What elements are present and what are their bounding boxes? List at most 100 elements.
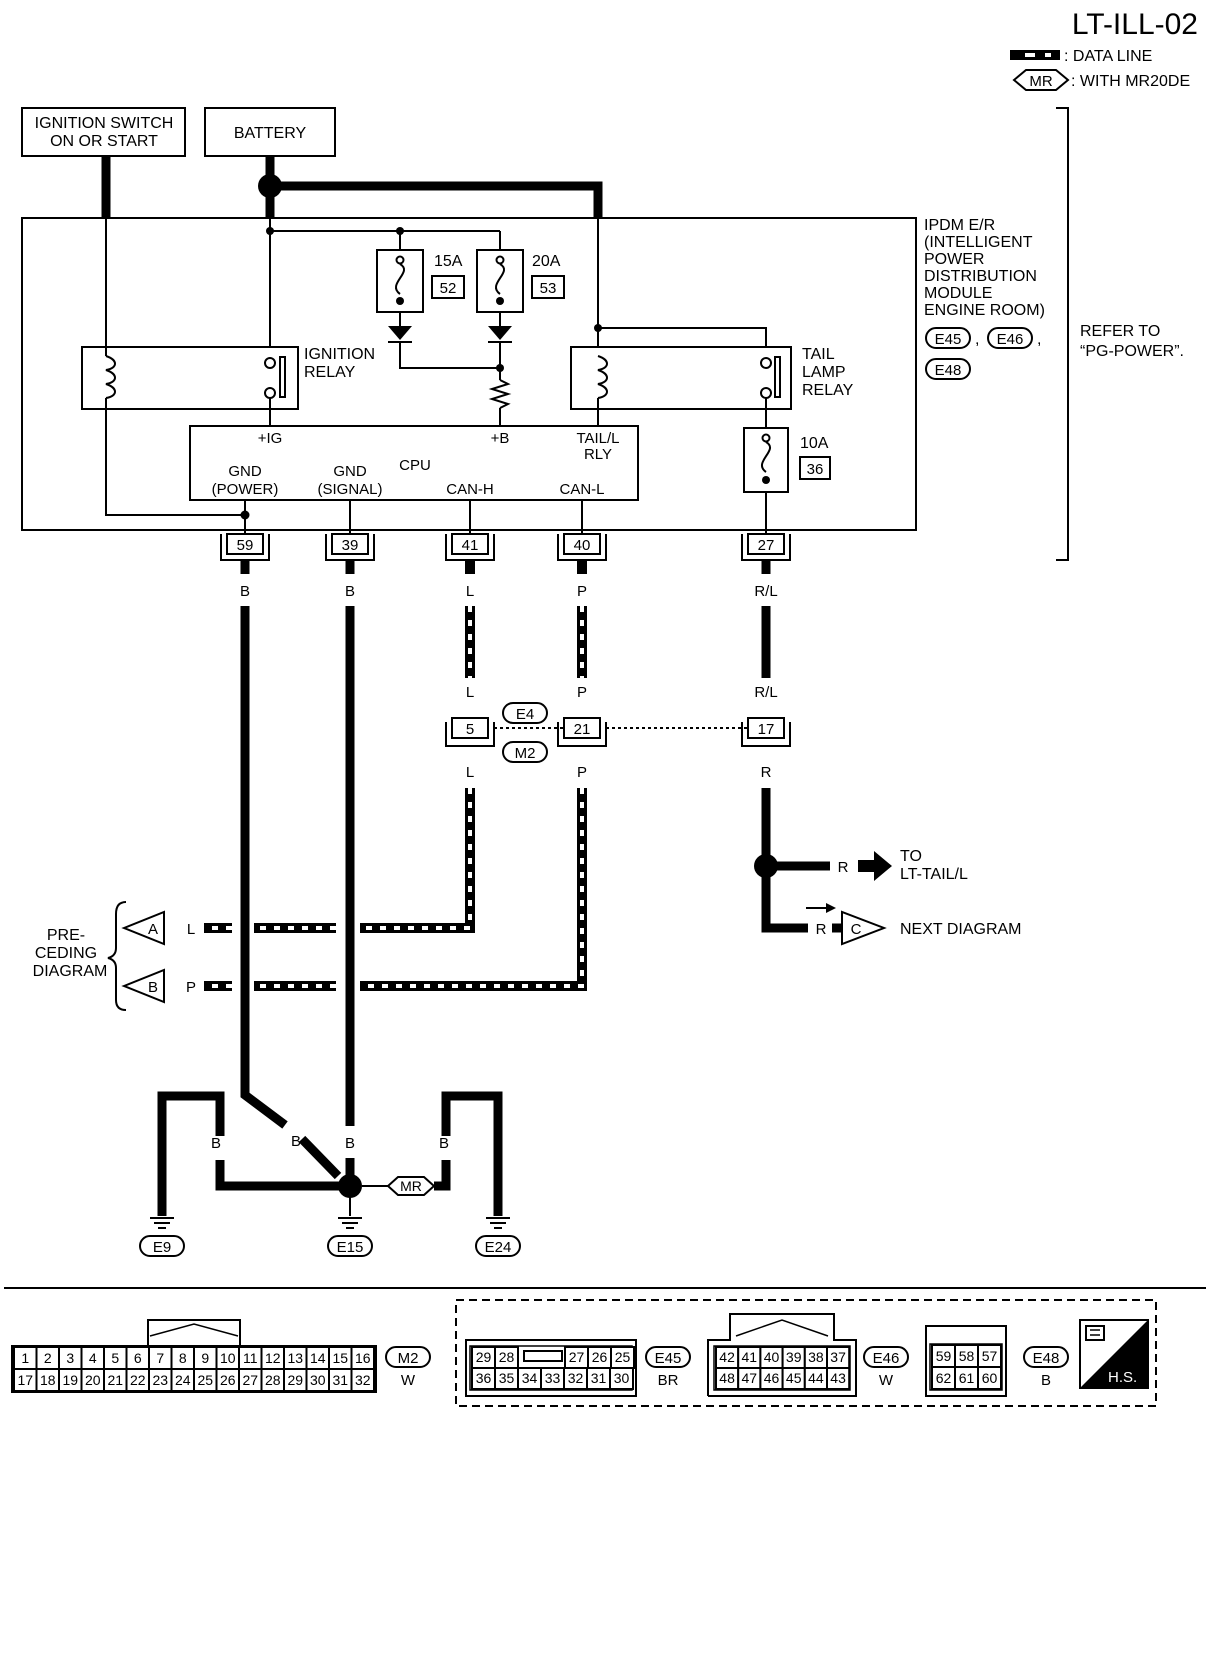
- svg-text:C: C: [851, 921, 862, 938]
- legend-mr20de-label: : WITH MR20DE: [1071, 73, 1190, 90]
- connector-pin-number: 18: [40, 1372, 56, 1388]
- connector-pin-number: 25: [197, 1372, 213, 1388]
- battery-branch-wire: [270, 181, 603, 218]
- fuse-52: 15A 52: [376, 249, 465, 313]
- svg-text:IPDM E/R: IPDM E/R: [924, 217, 995, 234]
- connector-pin-number: 2: [44, 1350, 52, 1366]
- wire-color-prec-a: L: [187, 921, 195, 938]
- preceding-connector-a: A: [121, 910, 165, 946]
- svg-text:41: 41: [462, 537, 479, 554]
- refer-line1: REFER TO: [1080, 323, 1160, 340]
- svg-text:CAN-L: CAN-L: [559, 481, 604, 498]
- connector-pin-number: 32: [568, 1370, 584, 1386]
- svg-text:E4: E4: [516, 706, 534, 723]
- ipdm-title: IPDM E/R (INTELLIGENT POWER DISTRIBUTION…: [924, 217, 1045, 319]
- svg-text:RLY: RLY: [584, 446, 612, 463]
- svg-text:CPU: CPU: [399, 457, 431, 474]
- wire-color-40: P: [577, 583, 587, 600]
- to-label-line1: TO: [900, 848, 922, 865]
- preceding-diagram-label: PRE- CEDING DIAGRAM: [33, 927, 108, 980]
- fuse-53: 20A 53: [476, 249, 565, 313]
- connector-pin-number: 16: [355, 1350, 371, 1366]
- connector-pin-cell: [977, 1366, 1002, 1390]
- connector-pin-number: 29: [476, 1349, 492, 1365]
- svg-text:E46: E46: [997, 331, 1024, 348]
- connector-pin-number: 43: [830, 1370, 846, 1386]
- svg-text:,: ,: [1037, 331, 1041, 348]
- diagram-id: LT-ILL-02: [1072, 8, 1198, 41]
- connector-pin-number: 1: [21, 1350, 29, 1366]
- cpu-block: +IG +B TAIL/L RLY CPU GND (POWER) GND (S…: [189, 425, 639, 501]
- svg-text:15A: 15A: [434, 253, 463, 270]
- ipdm-connector-e46: E46: [987, 327, 1033, 349]
- wire-color-to-tail: R: [838, 859, 849, 876]
- diode-52: [388, 326, 412, 340]
- wire-color-39: B: [345, 583, 355, 600]
- battery-box: BATTERY: [204, 107, 336, 157]
- svg-text:DIAGRAM: DIAGRAM: [33, 963, 108, 980]
- connector-pin-number: 48: [719, 1370, 735, 1386]
- svg-text:ON OR START: ON OR START: [50, 133, 158, 150]
- svg-text:(SIGNAL): (SIGNAL): [317, 481, 382, 498]
- connector-pin-number: 57: [982, 1348, 998, 1364]
- svg-text:39: 39: [342, 537, 359, 554]
- ground-symbol-e9: [150, 1217, 174, 1229]
- svg-text:ENGINE ROOM): ENGINE ROOM): [924, 302, 1045, 319]
- svg-text:E24: E24: [485, 1239, 512, 1256]
- wire-color-e9-b: B: [211, 1135, 221, 1152]
- joint-connector-e4: E4: [502, 702, 548, 724]
- connector-pin-cell: [826, 1367, 851, 1390]
- wire-color-e9-a: B: [157, 1135, 167, 1152]
- svg-text:+IG: +IG: [258, 430, 283, 447]
- connector-pin-number: 36: [476, 1370, 492, 1386]
- wire-color-27: R/L: [754, 583, 777, 600]
- connector-pin-number: 24: [175, 1372, 191, 1388]
- wire-color-e24-a: B: [439, 1135, 449, 1152]
- next-diagram-connector-c: C: [841, 910, 887, 946]
- svg-text:R/L: R/L: [754, 684, 777, 701]
- svg-text:10A: 10A: [800, 435, 829, 452]
- connector-pin-number: 23: [152, 1372, 168, 1388]
- ground-symbol-e15: [338, 1217, 362, 1229]
- to-arrow: [858, 851, 892, 881]
- refer-line2: “PG-POWER”.: [1080, 343, 1184, 360]
- connector-pin-number: 41: [742, 1349, 758, 1365]
- terminal-27: 27: [741, 533, 791, 561]
- svg-text:40: 40: [574, 537, 591, 554]
- connector-pin-number: 4: [89, 1350, 97, 1366]
- svg-text:BATTERY: BATTERY: [234, 125, 307, 142]
- ground-e24: E24: [475, 1235, 521, 1257]
- svg-text:(POWER): (POWER): [212, 481, 279, 498]
- terminal-40: 40: [557, 533, 607, 561]
- svg-text:IGNITION: IGNITION: [304, 346, 375, 363]
- svg-text:M2: M2: [398, 1350, 419, 1367]
- connector-pin-number: 26: [220, 1372, 236, 1388]
- connector-e45-id: E45: [645, 1346, 691, 1368]
- connector-pin-number: 3: [66, 1350, 74, 1366]
- legend-mr-symbol: MR: [1012, 69, 1070, 91]
- connector-pin-number: 27: [242, 1372, 258, 1388]
- svg-text:DISTRIBUTION: DISTRIBUTION: [924, 268, 1037, 285]
- next-diagram-label: NEXT DIAGRAM: [900, 921, 1022, 938]
- connector-pin-number: 45: [786, 1370, 802, 1386]
- wire-color-gnd-diag: B: [291, 1133, 301, 1150]
- connector-e45-color: BR: [658, 1372, 679, 1389]
- svg-text:53: 53: [540, 280, 557, 297]
- wire-color-j21: P: [577, 764, 587, 781]
- connector-pin-number: 10: [220, 1350, 236, 1366]
- resistor: [488, 379, 512, 409]
- connector-pin-cell: [350, 1368, 375, 1392]
- connector-pin-number: 34: [522, 1370, 538, 1386]
- svg-text:E15: E15: [337, 1239, 364, 1256]
- svg-text:POWER: POWER: [924, 251, 984, 268]
- wire-color-j17: R: [761, 764, 772, 781]
- connector-m2-color: W: [401, 1372, 416, 1389]
- svg-text:E45: E45: [655, 1350, 682, 1367]
- connector-pin-number: 7: [156, 1350, 164, 1366]
- connector-pin-number: 40: [764, 1349, 780, 1365]
- svg-text:M2: M2: [515, 745, 536, 762]
- connector-pin-number: 19: [62, 1372, 78, 1388]
- svg-text:RELAY: RELAY: [304, 364, 356, 381]
